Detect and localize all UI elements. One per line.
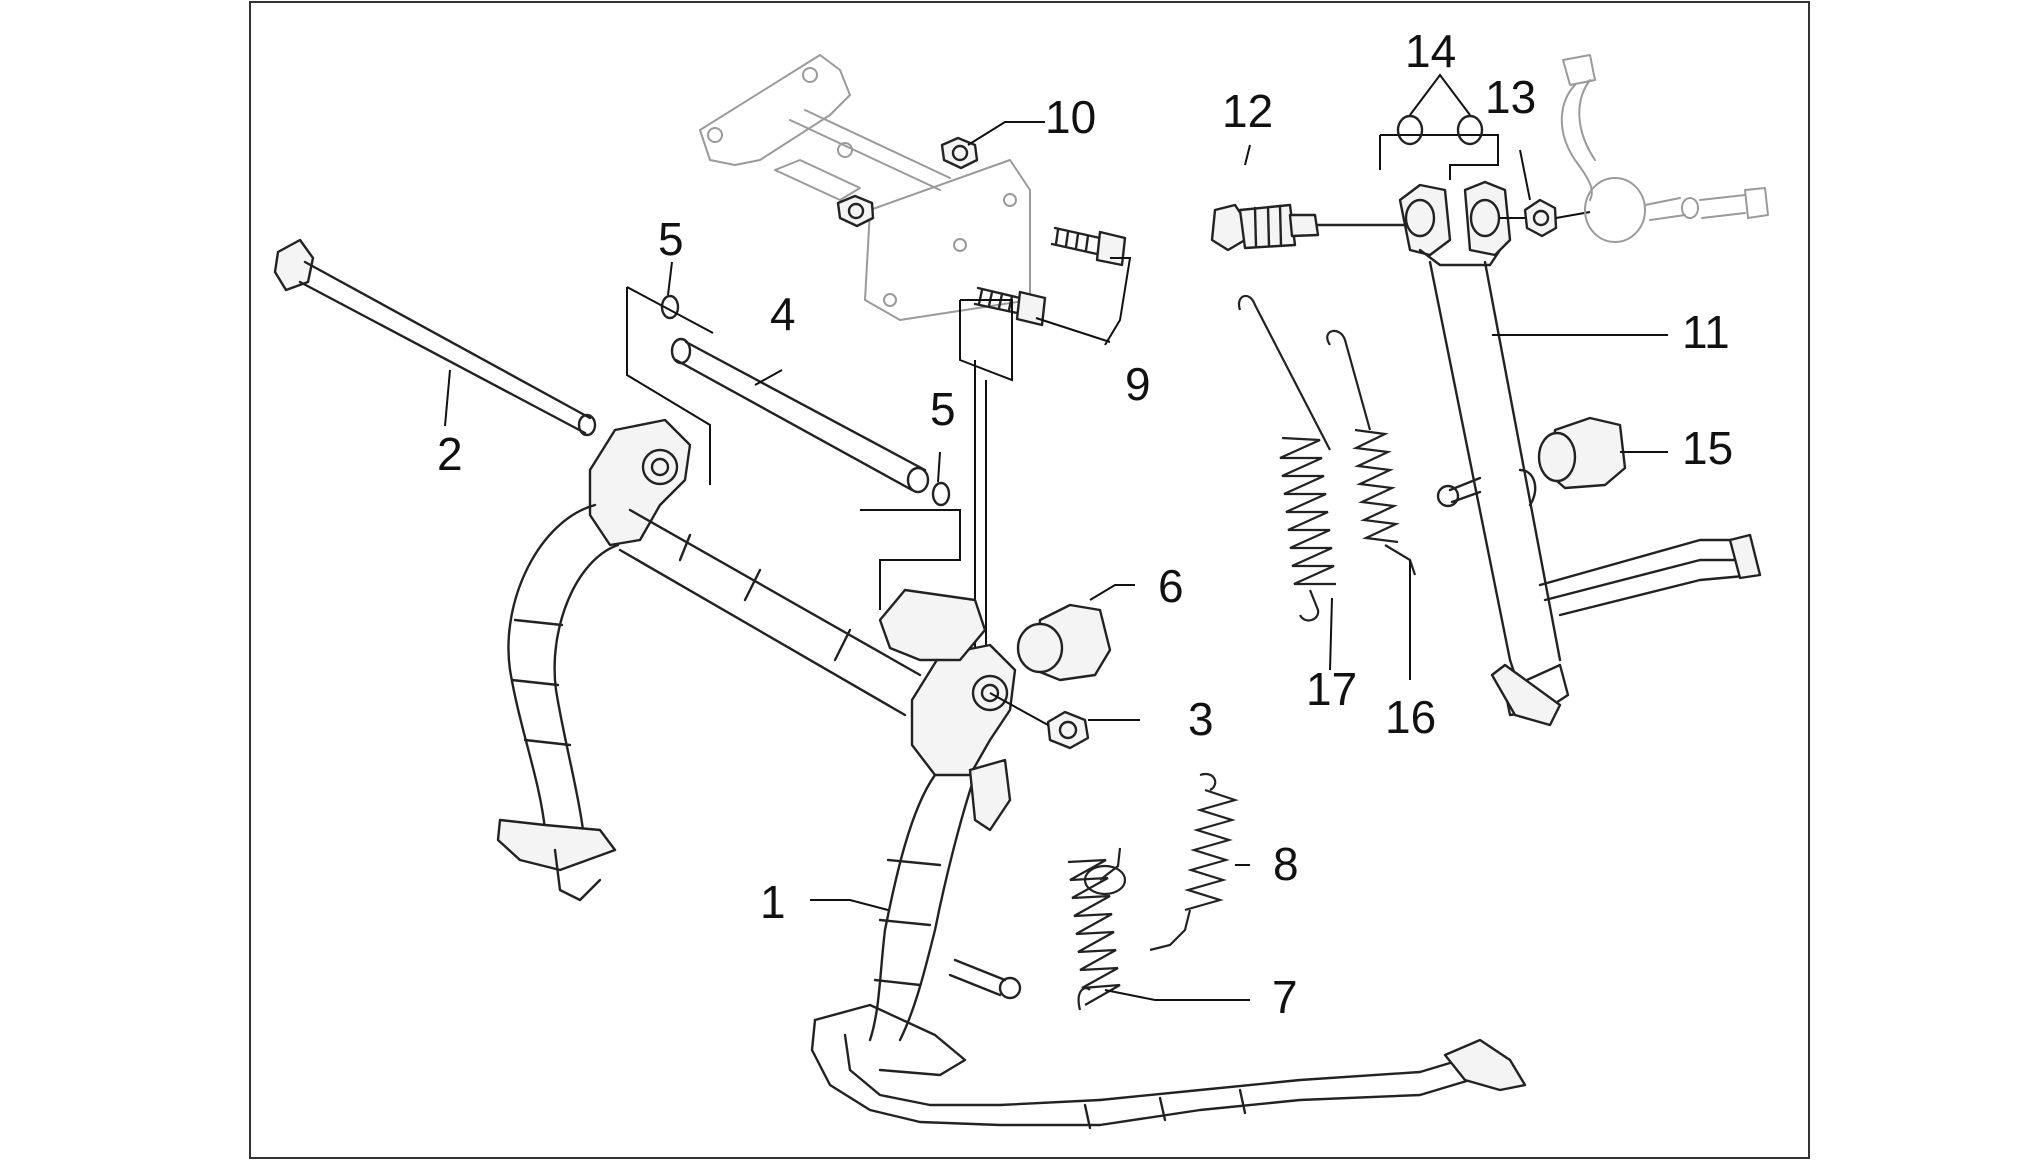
callout-5-right: 5 [930, 383, 956, 435]
callout-6: 6 [1158, 560, 1184, 612]
spring-8 [1149, 772, 1239, 952]
washer-14-right [1456, 114, 1484, 146]
callout-13: 13 [1485, 71, 1536, 123]
bolt-9-upper [1050, 226, 1127, 267]
long-axle-bolt-2 [273, 238, 597, 437]
callout-5-left: 5 [658, 213, 684, 265]
callout-1: 1 [760, 876, 786, 928]
o-ring-5-right [931, 481, 951, 507]
callout-16: 16 [1385, 691, 1436, 743]
callout-4: 4 [770, 288, 796, 340]
rubber-bumper-6 [1016, 603, 1112, 682]
o-ring-5-left [660, 294, 680, 320]
callout-17: 17 [1306, 663, 1357, 715]
group-bracket-left [626, 287, 711, 485]
nut-10-upper [940, 136, 979, 170]
center-stand-1 [496, 418, 1527, 1130]
callout-10: 10 [1045, 91, 1096, 143]
callout-7: 7 [1272, 971, 1298, 1023]
sleeve-tube-4 [670, 337, 930, 494]
group-bracket-bolts [959, 299, 1013, 382]
side-stand-11 [1398, 180, 1762, 727]
callout-3: 3 [1188, 693, 1214, 745]
group-bracket-14 [1380, 134, 1499, 180]
washer-14-left [1396, 114, 1424, 146]
callout-2: 2 [437, 428, 463, 480]
ghost-mounting-bracket [699, 54, 1031, 321]
bolt-9-lower [973, 286, 1047, 327]
callout-11: 11 [1682, 306, 1730, 358]
ghost-stand-switch [1560, 54, 1769, 243]
nut-13 [1500, 198, 1591, 238]
spring-16 [1326, 329, 1417, 576]
pivot-bolt-12 [1210, 203, 1407, 252]
rubber-bumper-15 [1537, 416, 1627, 490]
spring-7 [1067, 847, 1127, 1011]
diagram-frame [249, 1, 1810, 1159]
callout-15: 15 [1682, 422, 1733, 474]
callout-12: 12 [1222, 85, 1273, 137]
nut-10-lower [836, 194, 875, 228]
callout-8: 8 [1273, 838, 1299, 890]
callout-9: 9 [1125, 358, 1151, 410]
callout-14: 14 [1405, 25, 1456, 77]
nut-3 [989, 692, 1090, 750]
leader-lines [444, 73, 1668, 1001]
spring-17 [1237, 294, 1336, 622]
group-bracket-center [860, 509, 961, 610]
